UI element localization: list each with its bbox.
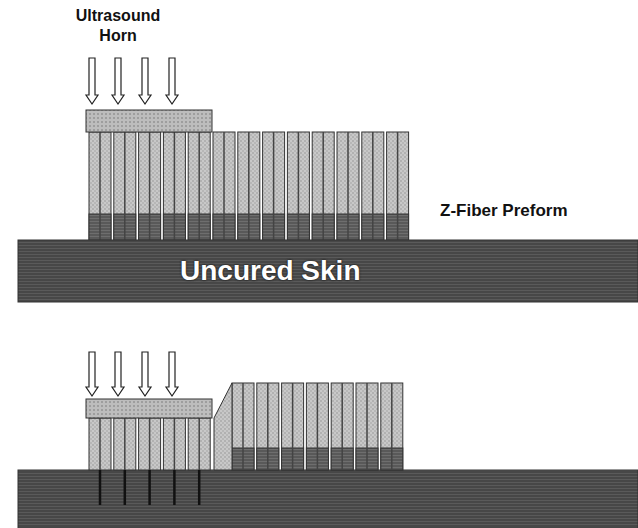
- z-fiber: [89, 418, 111, 470]
- fiber-core: [223, 132, 225, 240]
- z-fiber: [387, 132, 409, 240]
- z-fiber: [163, 132, 185, 240]
- z-fiber: [381, 383, 403, 470]
- fiber-core: [124, 132, 126, 240]
- force-arrow: [139, 352, 151, 396]
- z-fiber: [312, 132, 334, 240]
- skin-band: [18, 470, 638, 528]
- z-fiber: [287, 132, 309, 240]
- fiber-core: [372, 132, 374, 240]
- fiber-core: [298, 132, 300, 240]
- inserted-fiber: [173, 470, 176, 505]
- band-label: Uncured Skin: [180, 255, 638, 287]
- skin-band: [18, 240, 638, 302]
- z-fiber: [114, 132, 136, 240]
- fiber-core: [124, 418, 126, 470]
- force-arrow: [166, 58, 178, 104]
- fiber-core: [174, 418, 176, 470]
- ultrasound-horn: [86, 110, 212, 132]
- z-fiber: [232, 383, 254, 470]
- z-fiber: [188, 132, 210, 240]
- fiber-core: [322, 132, 324, 240]
- fiber-core: [149, 132, 151, 240]
- z-fiber: [139, 132, 161, 240]
- z-fiber: [114, 418, 136, 470]
- fiber-core: [317, 383, 319, 470]
- fiber-core: [242, 383, 244, 470]
- inserted-fiber: [198, 470, 201, 505]
- fiber-core: [391, 383, 393, 470]
- fiber-core: [347, 132, 349, 240]
- z-fiber: [331, 383, 353, 470]
- z-fiber: [163, 418, 185, 470]
- z-fiber: [306, 383, 328, 470]
- fiber-core: [397, 132, 399, 240]
- force-arrow: [86, 352, 98, 396]
- z-fiber: [356, 383, 378, 470]
- z-fiber: [282, 383, 304, 470]
- ultrasound-horn: [86, 399, 212, 418]
- z-fiber: [213, 132, 235, 240]
- z-fiber: [188, 418, 210, 470]
- force-arrow: [139, 58, 151, 104]
- fiber-core: [248, 132, 250, 240]
- fiber-core: [99, 132, 101, 240]
- z-fiber: [362, 132, 384, 240]
- fiber-core: [198, 132, 200, 240]
- z-fiber: [257, 383, 279, 470]
- force-arrow: [112, 58, 124, 104]
- force-arrow: [86, 58, 98, 104]
- z-fiber: [337, 132, 359, 240]
- force-arrow: [112, 352, 124, 396]
- fiber-core: [273, 132, 275, 240]
- fiber-core: [149, 418, 151, 470]
- z-fiber: [263, 132, 285, 240]
- force-arrow: [166, 352, 178, 396]
- inserted-fiber: [148, 470, 151, 505]
- z-fiber: [89, 132, 111, 240]
- fiber-core: [366, 383, 368, 470]
- fiber-core: [174, 132, 176, 240]
- z-fiber: [238, 132, 260, 240]
- z-fiber: [139, 418, 161, 470]
- inserted-fiber: [124, 470, 127, 505]
- fiber-core: [99, 418, 101, 470]
- horn-label: Ultrasound Horn: [63, 6, 173, 46]
- fiber-core: [341, 383, 343, 470]
- inserted-fiber: [99, 470, 102, 505]
- preform-edge: [214, 383, 232, 470]
- skin-band-label-box: Uncured Skin: [18, 240, 638, 302]
- preform-label: Z-Fiber Preform: [440, 200, 630, 221]
- fiber-core: [198, 418, 200, 470]
- fiber-core: [292, 383, 294, 470]
- fiber-core: [267, 383, 269, 470]
